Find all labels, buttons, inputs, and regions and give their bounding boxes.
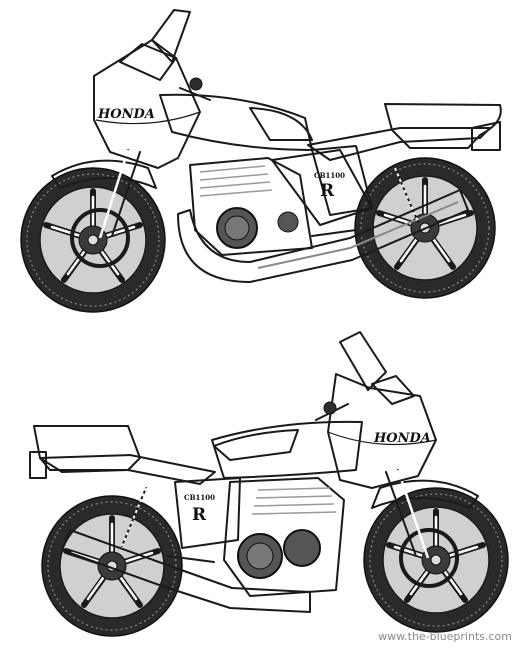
bottom-front-wheel: [363, 487, 509, 633]
top-model-label: CB1100: [314, 171, 345, 180]
bottom-motorcycle: HONDA CB1100 R: [29, 331, 509, 637]
top-front-wheel: [20, 167, 166, 313]
top-model-letter: R: [320, 181, 335, 201]
bottom-brand-label: HONDA: [373, 431, 431, 446]
top-engine: [189, 157, 313, 256]
watermark-text: www.the-blueprints.com: [378, 630, 512, 643]
bottom-model-letter: R: [192, 505, 207, 525]
top-motorcycle: HONDA CB1100 R: [20, 9, 502, 313]
bottom-engine: [223, 477, 345, 597]
bottom-model-label: CB1100: [184, 493, 215, 502]
bottom-rear-wheel: [41, 495, 183, 637]
top-brand-label: HONDA: [97, 107, 155, 122]
